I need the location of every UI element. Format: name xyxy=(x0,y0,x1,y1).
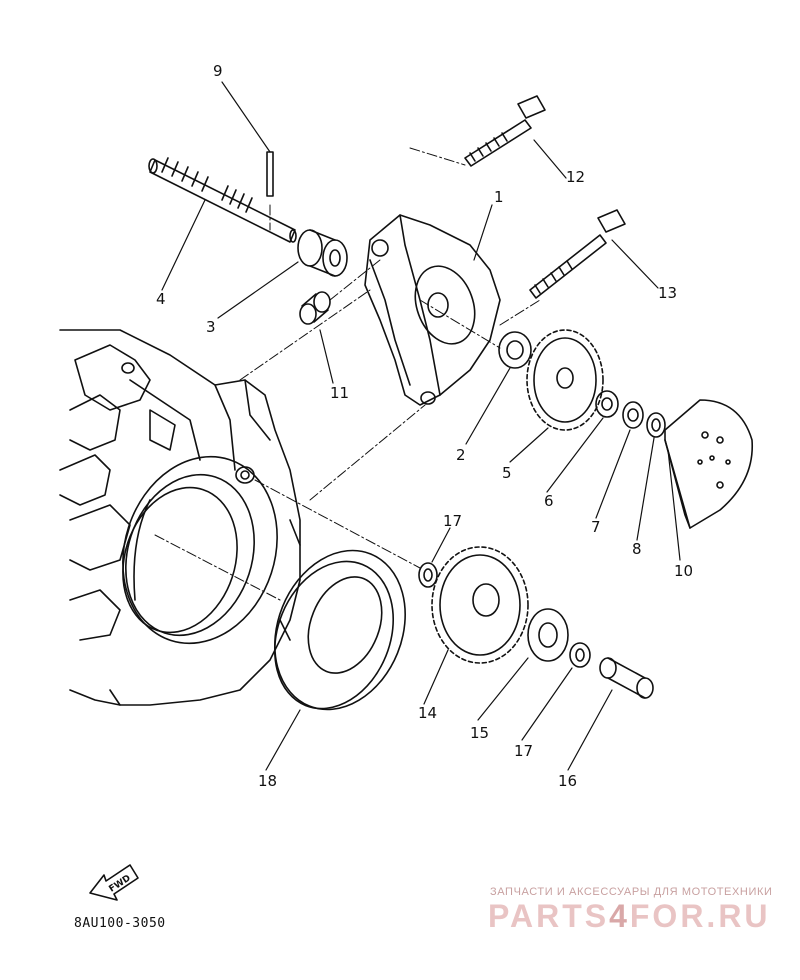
watermark-brand-right: FOR.RU xyxy=(629,898,771,934)
part-17-clip-upper xyxy=(418,562,438,588)
callout-14: 14 xyxy=(418,704,437,722)
callout-13: 13 xyxy=(658,284,677,302)
callout-1: 1 xyxy=(494,188,504,206)
callout-11: 11 xyxy=(330,384,349,402)
callout-3: 3 xyxy=(206,318,216,336)
callout-8: 8 xyxy=(632,540,642,558)
callout-7: 7 xyxy=(591,518,601,536)
part-6-washer xyxy=(595,390,619,418)
callout-4: 4 xyxy=(156,290,166,308)
callout-15: 15 xyxy=(470,724,489,742)
part-5-gear xyxy=(526,329,604,431)
callout-6: 6 xyxy=(544,492,554,510)
part-13-bolt xyxy=(529,209,626,299)
callout-2: 2 xyxy=(456,446,466,464)
callout-17-upper: 17 xyxy=(443,512,462,530)
part-8-clip xyxy=(646,412,666,438)
alignment-lines xyxy=(154,147,541,601)
watermark-brand-sep: 4 xyxy=(609,898,630,934)
part-10-plate xyxy=(664,399,754,529)
part-7-washer xyxy=(622,401,644,429)
fwd-arrow-icon: FWD xyxy=(89,864,139,901)
part-15-bearing xyxy=(527,608,569,662)
leader-lines xyxy=(161,81,681,771)
part-3-collar xyxy=(297,229,348,277)
diagram-code: 8AU100-3050 xyxy=(74,916,166,931)
callout-18: 18 xyxy=(258,772,277,790)
callout-12: 12 xyxy=(566,168,585,186)
callout-9: 9 xyxy=(213,62,223,80)
callout-10: 10 xyxy=(674,562,693,580)
part-16-pin xyxy=(599,657,654,699)
callout-16: 16 xyxy=(558,772,577,790)
callout-17-lower: 17 xyxy=(514,742,533,760)
watermark-logo: PARTS4FOR.RU xyxy=(488,898,771,935)
part-11-dowel xyxy=(299,291,331,325)
watermark-tagline: ЗАПЧАСТИ И АКСЕССУАРЫ ДЛЯ МОТОТЕХНИКИ xyxy=(490,886,773,898)
watermark-brand-left: PARTS xyxy=(488,898,610,934)
callout-numbers: 9 4 3 1 12 13 11 2 5 6 7 8 10 17 14 15 1… xyxy=(156,62,693,790)
part-9-pin xyxy=(266,151,274,197)
part-18-ring xyxy=(273,549,406,711)
part-2-seal xyxy=(498,331,532,369)
callout-5: 5 xyxy=(502,464,512,482)
part-12-bolt xyxy=(464,95,546,167)
part-4-shaft xyxy=(148,157,297,243)
part-14-gear xyxy=(431,546,529,664)
crankcase-drawing xyxy=(59,329,301,706)
part-17-washer-lower xyxy=(569,642,591,668)
